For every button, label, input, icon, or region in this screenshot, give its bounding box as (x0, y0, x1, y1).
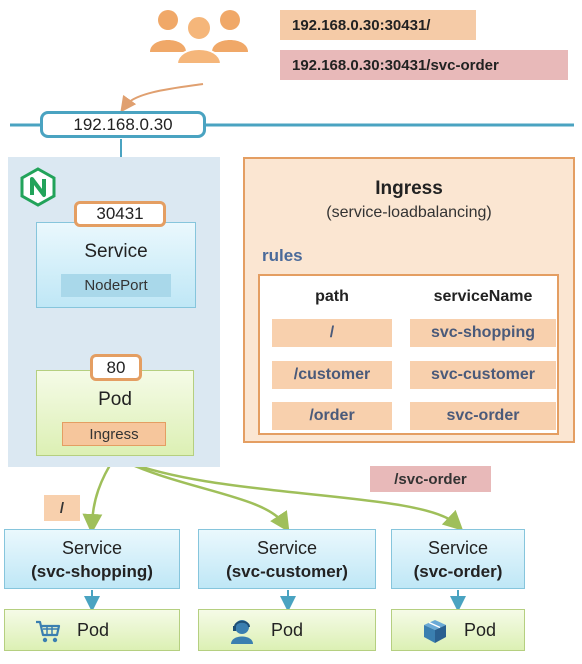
route-label-svc-order: /svc-order (370, 466, 491, 492)
service-label: Service (61, 538, 123, 558)
route-to-customer (114, 455, 290, 533)
pod-label: Pod (271, 620, 304, 640)
pod-box-order: Pod (391, 609, 525, 651)
rules-label: rules (262, 246, 303, 265)
rule-service: svc-shopping (410, 319, 556, 347)
shopping-cart-icon (36, 620, 61, 643)
users-to-ip-arrow (120, 83, 204, 113)
customer-icon (231, 620, 253, 644)
pod-box-customer: Pod (198, 609, 376, 651)
pod-box-shopping: Pod (4, 609, 180, 651)
nginx-icon (20, 167, 56, 207)
service-title: Service (84, 241, 148, 262)
rules-table: path serviceName / svc-shopping /custome… (258, 274, 559, 435)
pod-label: Pod (464, 620, 497, 640)
rule-service: svc-customer (410, 361, 556, 389)
rule-path: /order (272, 402, 392, 430)
route-label-root: / (44, 495, 80, 521)
nodeport-tag: NodePort (61, 274, 171, 297)
ingress-controller-pod: Pod Ingress (36, 370, 194, 456)
column-header-path: path (315, 288, 349, 305)
rule-path: / (272, 319, 392, 347)
pod-title: Pod (98, 389, 132, 410)
package-icon (424, 620, 446, 643)
pod-port: 80 (90, 354, 142, 381)
service-box-customer: Service (svc-customer) (198, 529, 376, 589)
service-box-shopping: Service (svc-shopping) (4, 529, 180, 589)
url-svc-order: 192.168.0.30:30431/svc-order (280, 50, 568, 80)
service-box-order: Service (svc-order) (391, 529, 525, 589)
ingress-tag: Ingress (62, 422, 166, 446)
node-ip-box: 192.168.0.30 (40, 111, 206, 138)
pod-label: Pod (77, 620, 110, 640)
rule-service: svc-order (410, 402, 556, 430)
service-name: (svc-order) (413, 562, 503, 581)
nodeport-port: 30431 (74, 201, 166, 227)
column-header-service: serviceName (433, 288, 533, 305)
route-to-shopping (82, 456, 117, 534)
nodeport-service: Service NodePort (36, 222, 196, 308)
service-label: Service (427, 538, 489, 558)
users-icon (150, 10, 248, 65)
service-label: Service (256, 538, 318, 558)
ingress-panel: Ingress (service-loadbalancing) rules pa… (243, 157, 575, 443)
url-root: 192.168.0.30:30431/ (280, 10, 476, 40)
rule-path: /customer (272, 361, 392, 389)
route-to-order (114, 455, 464, 531)
ingress-subtitle: (service-loadbalancing) (326, 204, 492, 221)
service-name: (svc-shopping) (31, 562, 153, 581)
service-name: (svc-customer) (226, 562, 348, 581)
ingress-title: Ingress (375, 178, 443, 199)
